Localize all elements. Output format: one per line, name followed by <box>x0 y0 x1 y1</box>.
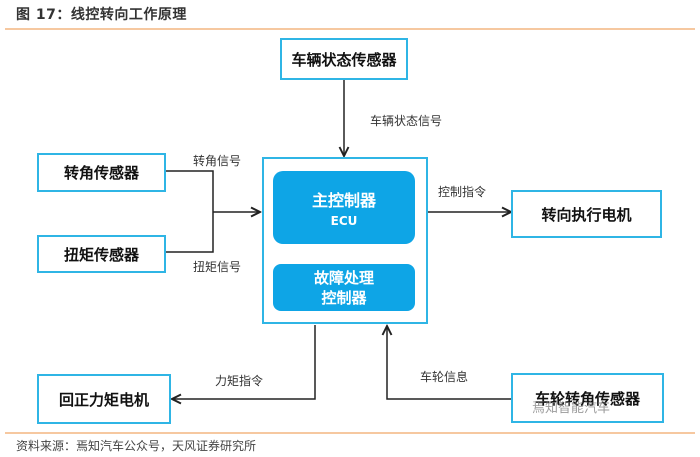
fault-controller-line2: 控制器 <box>321 288 367 307</box>
control-command-label: 控制指令 <box>438 185 487 199</box>
steering-actuator-motor-node: 转向执行电机 <box>511 190 662 238</box>
bottom-divider <box>5 432 695 434</box>
wheel-info-label: 车轮信息 <box>420 370 469 384</box>
main-controller-label: 主控制器 <box>311 191 376 210</box>
main-controller-ecu-node: 主控制器 ECU <box>273 171 415 244</box>
wheel-angle-sensor-node: 车轮转角传感器 <box>511 373 664 423</box>
fault-controller-line1: 故障处理 <box>313 268 374 287</box>
figure-title: 图 17：线控转向工作原理 <box>16 7 187 23</box>
ecu-label: ECU <box>330 214 358 228</box>
steering-angle-sensor-node: 转角传感器 <box>37 153 166 192</box>
return-torque-motor-node: 回正力矩电机 <box>37 374 171 424</box>
torque-command-label: 力矩指令 <box>215 374 264 388</box>
watermark: 焉知智能汽车 <box>532 401 611 416</box>
source-note: 资料来源：焉知汽车公众号，天风证券研究所 <box>16 439 257 453</box>
vehicle-state-signal-label: 车辆状态信号 <box>370 114 443 128</box>
top-divider <box>5 28 695 30</box>
arrow-torque-command <box>172 325 316 399</box>
vehicle-state-sensor-node: 车辆状态传感器 <box>280 38 408 80</box>
line-angle-signal <box>166 170 214 212</box>
arrow-wheel-info <box>387 326 511 400</box>
torque-sensor-node: 扭矩传感器 <box>37 235 166 273</box>
angle-signal-label: 转角信号 <box>193 154 242 168</box>
fault-handling-controller-node: 故障处理 控制器 <box>273 264 415 311</box>
torque-signal-label: 扭矩信号 <box>193 260 242 274</box>
line-torque-signal <box>166 212 214 253</box>
